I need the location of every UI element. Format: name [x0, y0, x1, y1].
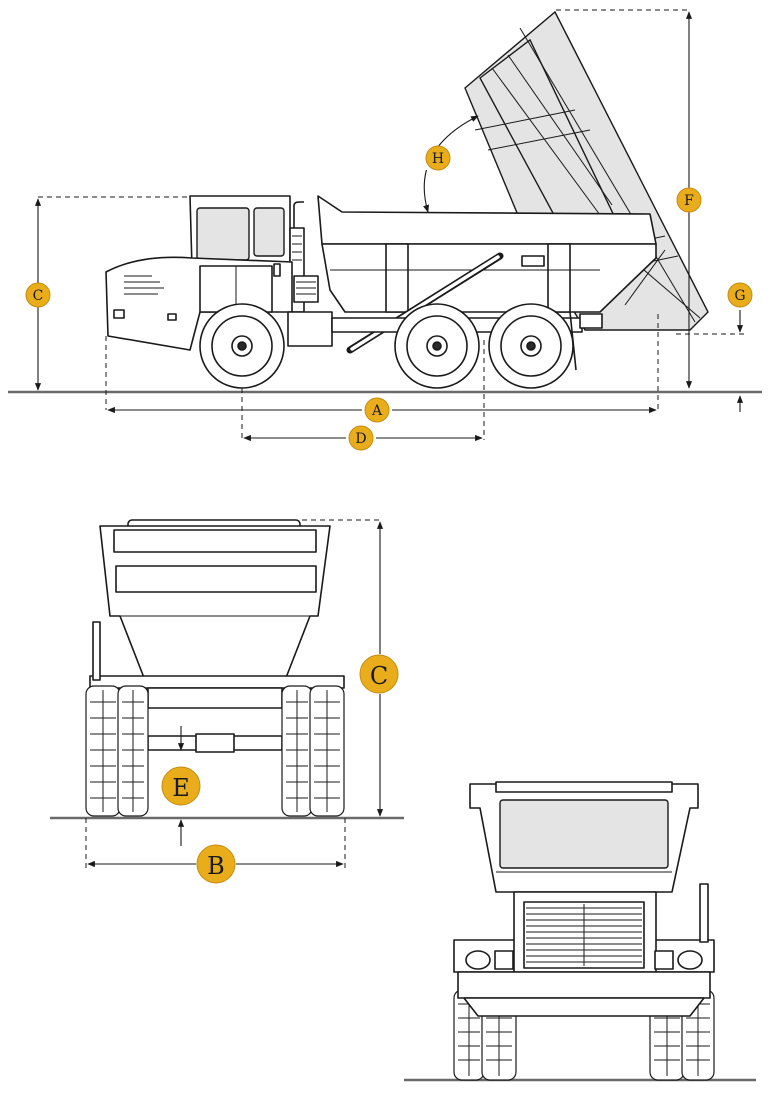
rear-left-tires: [85, 685, 149, 817]
rear-frame: [89, 621, 345, 753]
label-d: D: [355, 431, 366, 447]
left-indicator: [494, 950, 514, 970]
rear-dump-body: [99, 519, 331, 689]
label-e: E: [172, 774, 190, 802]
badge-c-side: C: [25, 282, 51, 308]
front-bumper: [457, 971, 711, 1017]
side-view: C F G H A D: [8, 9, 762, 451]
front-windshield: [499, 799, 669, 869]
front-cab: [469, 781, 699, 893]
label-f: F: [684, 193, 694, 209]
label-c-side: C: [33, 288, 44, 304]
label-a: A: [371, 403, 383, 419]
badge-d: D: [346, 425, 376, 451]
front-exhaust: [699, 883, 709, 943]
badge-e: E: [161, 766, 201, 806]
label-c-rear: C: [370, 662, 388, 690]
cab-side-window: [253, 207, 285, 257]
rear-wheel: [488, 303, 574, 389]
rear-right-tires: [281, 685, 345, 817]
lowered-dump-body: [317, 195, 657, 313]
label-b: B: [207, 852, 225, 880]
cab-front-window: [196, 207, 250, 261]
right-indicator: [654, 950, 674, 970]
badge-c-rear: C: [359, 654, 399, 694]
front-wheel: [199, 303, 285, 389]
badge-g: G: [727, 282, 753, 308]
rear-view: C E B: [50, 519, 404, 884]
middle-wheel: [394, 303, 480, 389]
badge-a: A: [362, 397, 392, 423]
right-headlight: [677, 950, 703, 970]
left-headlight: [465, 950, 491, 970]
badge-h: H: [424, 145, 452, 171]
badge-b: B: [196, 844, 236, 884]
badge-f: F: [676, 187, 702, 213]
front-view: [404, 781, 756, 1082]
front-grille-section: [453, 883, 715, 973]
hoist-cylinder: [346, 252, 504, 354]
label-h: H: [432, 151, 444, 167]
label-g: G: [734, 288, 745, 304]
